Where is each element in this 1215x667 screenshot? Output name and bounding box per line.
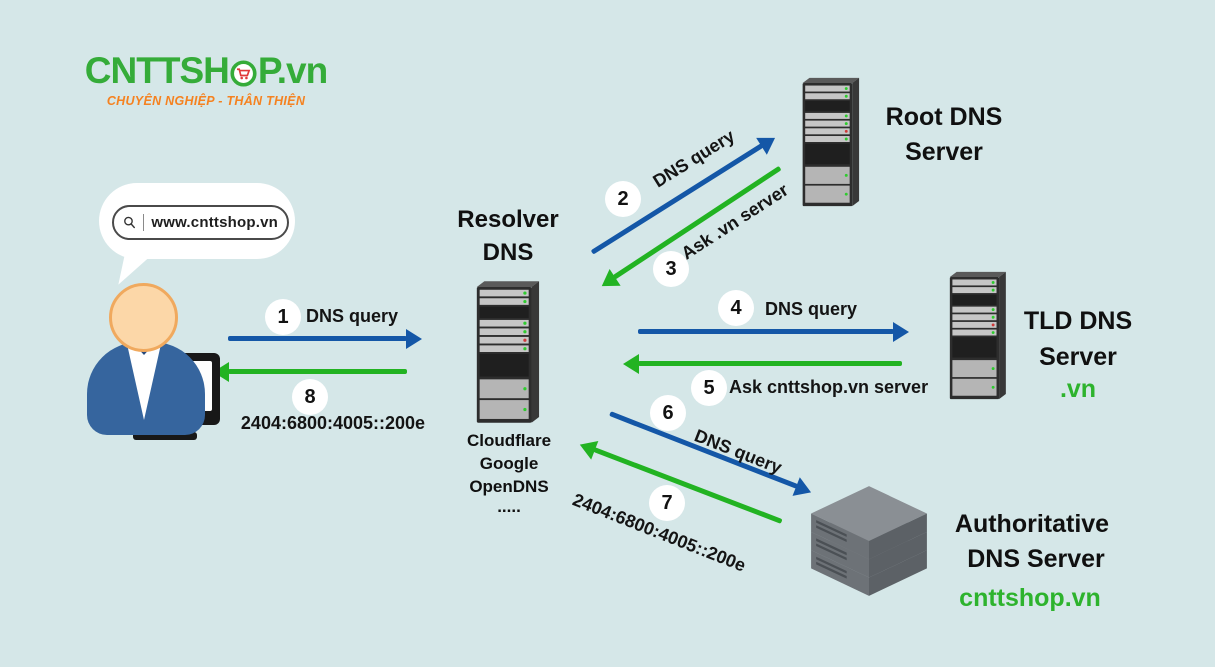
step-7-badge: 7 — [649, 485, 685, 521]
logo-tagline: CHUYÊN NGHIỆP - THÂN THIỆN — [106, 94, 306, 108]
tld-server-tower-icon — [946, 271, 1008, 400]
arrow-step-8 — [213, 361, 407, 382]
resolver-provider: OpenDNS — [469, 477, 549, 496]
resolver-provider: Cloudflare — [466, 431, 552, 450]
tld-title-line2: Server — [1039, 343, 1117, 371]
resolver-server-tower-icon — [474, 277, 540, 427]
logo-wordmark: CNTTSH P.vn — [85, 50, 328, 92]
resolver-title-line1: Resolver — [457, 206, 559, 233]
step-3-badge: 3 — [653, 251, 689, 287]
step-2-badge: 2 — [605, 181, 641, 217]
step-2-label: DNS query — [649, 125, 739, 192]
step-6-badge: 6 — [650, 395, 686, 431]
search-bar: www.cnttshop.vn — [112, 205, 289, 240]
root-title-line2: Server — [905, 138, 983, 166]
tld-domain: .vn — [1059, 375, 1097, 403]
resolver-provider: ..... — [497, 497, 521, 516]
resolver-title-line2: DNS — [482, 239, 534, 266]
step-4-label: DNS query — [765, 299, 858, 319]
shopping-cart-icon — [230, 59, 257, 87]
step-4-badge: 4 — [718, 290, 754, 326]
root-server-tower-icon — [799, 77, 861, 207]
speech-bubble: www.cnttshop.vn — [99, 183, 295, 259]
authoritative-server-stack-icon — [806, 486, 932, 600]
step-8-badge: 8 — [292, 379, 328, 415]
search-divider — [143, 214, 145, 231]
root-title-line1: Root DNS — [885, 103, 1003, 131]
step-1-badge: 1 — [265, 299, 301, 335]
logo-text-left: CNTTSH — [84, 50, 230, 91]
authoritative-domain: cnttshop.vn — [959, 584, 1101, 612]
queried-domain: www.cnttshop.vn — [151, 214, 278, 231]
authoritative-title-line2: DNS Server — [967, 545, 1105, 573]
authoritative-title-line1: Authoritative — [954, 510, 1110, 538]
monitor-base — [133, 432, 197, 440]
arrow-step-4 — [638, 321, 909, 342]
arrow-step-1 — [228, 328, 422, 349]
user-head — [109, 283, 178, 352]
step-5-badge: 5 — [691, 370, 727, 406]
step-5-label: Ask cnttshop.vn server — [729, 377, 929, 397]
step-8-label: 2404:6800:4005::200e — [240, 413, 426, 433]
resolver-provider: Google — [479, 454, 539, 473]
magnifier-icon — [124, 216, 135, 229]
cnttshop-logo: CNTTSH P.vn CHUYÊN NGHIỆP - THÂN THIỆN — [85, 50, 328, 108]
step-1-label: DNS query — [306, 306, 399, 326]
logo-text-right: P.vn — [257, 50, 328, 91]
tld-title-line1: TLD DNS — [1023, 307, 1133, 335]
arrow-step-5 — [623, 353, 902, 374]
